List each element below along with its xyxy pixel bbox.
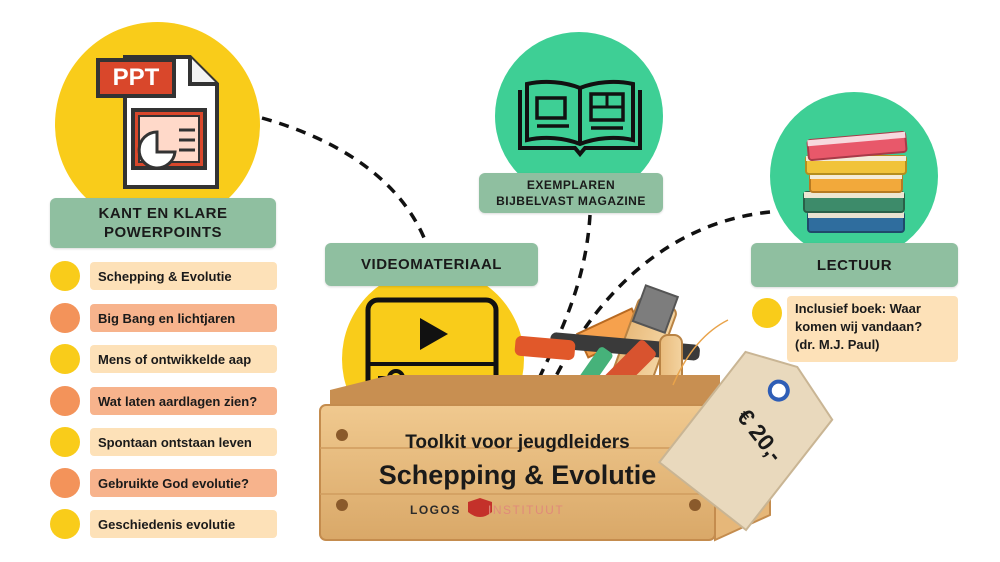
bullet-dot xyxy=(50,303,80,333)
brand-logos: LOGOS xyxy=(410,503,461,517)
bullet-dot xyxy=(752,298,782,328)
connector-lectuur xyxy=(538,210,771,411)
lectuur-label-text: LECTUUR xyxy=(816,256,893,274)
open-book-icon xyxy=(518,79,642,158)
powerpoints-label-line1: KANT EN KLARE xyxy=(98,205,228,222)
video-label: VIDEOMATERIAAL xyxy=(325,243,538,286)
video-label-text: VIDEOMATERIAAL xyxy=(361,256,502,273)
price-tag xyxy=(657,319,834,532)
bullet-dot xyxy=(50,468,80,498)
list-item-label: Mens of ontwikkelde aap xyxy=(90,345,277,373)
bullet-dot xyxy=(50,261,80,291)
lectuur-item: Inclusief boek: Waar komen wij vandaan? … xyxy=(787,296,958,362)
list-item: Mens of ontwikkelde aap xyxy=(50,344,280,374)
connector-magazine xyxy=(518,214,592,421)
list-item: Geschiedenis evolutie xyxy=(50,509,280,539)
lectuur-item-line1: Inclusief boek: Waar xyxy=(795,301,921,316)
list-item: Gebruikte God evolutie? xyxy=(50,468,280,498)
connector-powerpoints xyxy=(261,116,427,241)
magazine-label: EXEMPLAREN BIJBELVAST MAGAZINE xyxy=(479,173,663,213)
list-item-label: Schepping & Evolutie xyxy=(90,262,277,290)
bullet-dot xyxy=(50,386,80,416)
list-item-label: Big Bang en lichtjaren xyxy=(90,304,277,332)
list-item: Wat laten aardlagen zien? xyxy=(50,386,280,416)
toolbox-title-line1: Toolkit voor jeugdleiders xyxy=(405,432,630,453)
list-item-label: Spontaan ontstaan leven xyxy=(90,428,277,456)
list-item-label: Geschiedenis evolutie xyxy=(90,510,277,538)
lectuur-item-line2: komen wij vandaan? xyxy=(795,319,923,334)
list-item-label: Wat laten aardlagen zien? xyxy=(90,387,277,415)
list-item: Big Bang en lichtjaren xyxy=(50,303,280,333)
bullet-dot xyxy=(50,509,80,539)
magazine-label-line2: BIJBELVAST MAGAZINE xyxy=(496,194,646,208)
bullet-dot xyxy=(50,344,80,374)
list-item: Schepping & Evolutie xyxy=(50,261,280,291)
bullet-dot xyxy=(50,427,80,457)
list-item-label: Gebruikte God evolutie? xyxy=(90,469,277,497)
brand-instituut: INSTITUUT xyxy=(488,503,565,517)
books-stack-icon xyxy=(803,131,908,233)
magazine-label-line1: EXEMPLAREN xyxy=(526,178,616,192)
lectuur-item-line3: (dr. M.J. Paul) xyxy=(795,337,880,352)
ppt-icon-text: PPT xyxy=(112,64,160,91)
list-item: Spontaan ontstaan leven xyxy=(50,427,280,457)
lectuur-label: LECTUUR xyxy=(751,243,958,287)
powerpoints-label: KANT EN KLARE POWERPOINTS xyxy=(50,198,276,248)
ppt-file-icon xyxy=(96,55,219,189)
toolbox-title-line2: Schepping & Evolutie xyxy=(378,460,657,490)
powerpoints-label-line2: POWERPOINTS xyxy=(103,224,222,241)
